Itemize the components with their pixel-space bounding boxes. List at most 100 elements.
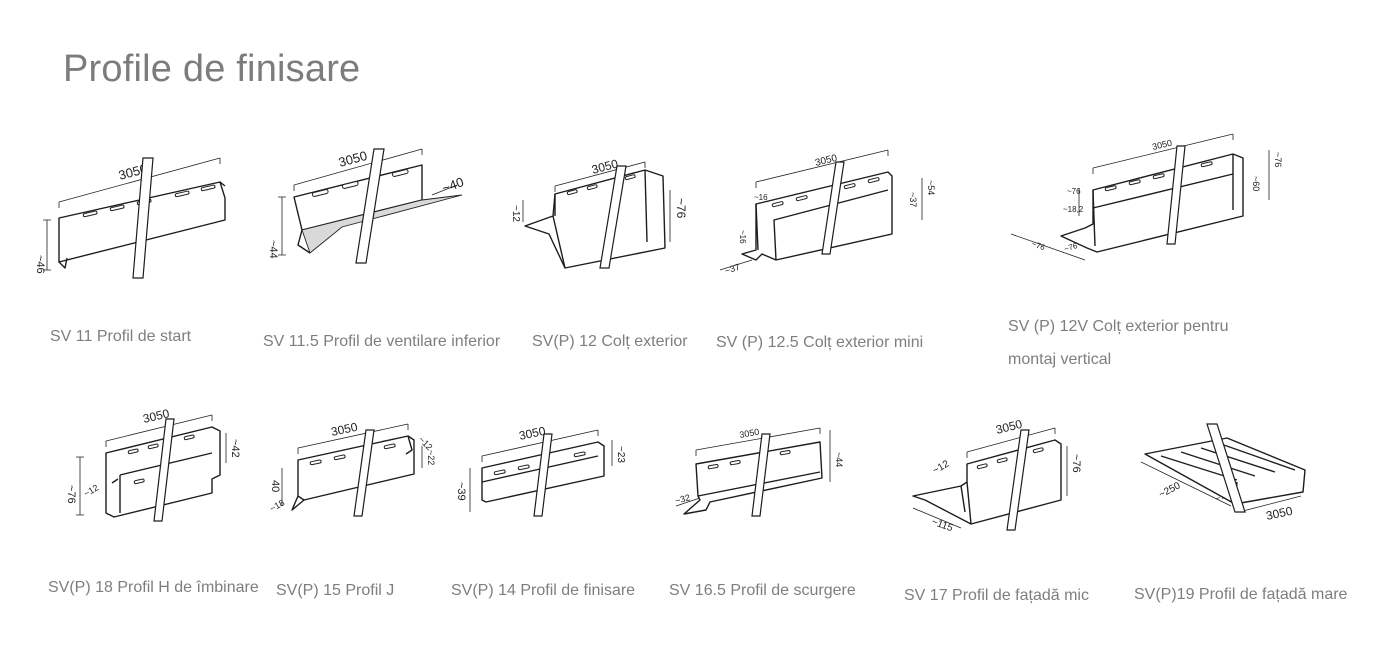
dim-inner: ~60 <box>1251 176 1261 191</box>
caption-sv11-5: SV 11.5 Profil de ventilare inferior <box>263 333 501 350</box>
dim-depth: ~76 <box>1030 239 1046 252</box>
dim-top-small: ~76 <box>1067 187 1081 196</box>
nail-slots <box>771 177 880 208</box>
nail-slots <box>311 169 409 197</box>
dim-length: 3050 <box>814 153 839 169</box>
profile-drawing-svp12: 3050 ~12 ~76 <box>510 156 688 269</box>
dim-bottom: ~18 <box>268 497 286 513</box>
dim-side-right: ~37 <box>908 192 918 207</box>
dim-height: ~76 <box>65 485 77 504</box>
break-mark <box>355 148 385 264</box>
dim-side: ~12 <box>510 205 521 222</box>
caption-sv11: SV 11 Profil de start <box>50 328 192 345</box>
nail-slots <box>566 174 636 196</box>
dimension-lines <box>1010 133 1270 261</box>
profile-drawing-svp19: ~250 ~12 3050 <box>1140 423 1306 523</box>
dim-height: 40 <box>269 480 281 492</box>
break-mark <box>1166 145 1186 245</box>
break-mark <box>1206 423 1246 513</box>
dim-height: ~54 <box>926 180 936 195</box>
break-mark <box>353 429 375 517</box>
dim-height: ~76 <box>1070 454 1082 473</box>
profile-body <box>297 435 415 501</box>
caption-svp19: SV(P)19 Profil de fațadă mare <box>1134 586 1348 603</box>
dim-channel: ~22 <box>426 450 436 465</box>
break-mark <box>1006 429 1030 531</box>
dim-length: 3050 <box>1265 504 1294 523</box>
profile-body <box>741 171 893 261</box>
profile-drawing-sv17: 3050 ~12 ~76 ~115 <box>912 417 1082 534</box>
dim-length: 3050 <box>117 161 149 183</box>
caption-svp18: SV(P) 18 Profil H de îmbinare <box>48 579 259 596</box>
nail-slots <box>1104 161 1213 192</box>
dim-mid-small: ~18,2 <box>1063 205 1084 214</box>
dimension-lines <box>469 429 613 512</box>
dim-length: 3050 <box>739 427 760 440</box>
profile-drawing-sv11-5: 3050 ~44 ~40 <box>267 148 466 264</box>
caption-svp12: SV(P) 12 Colț exterior <box>532 333 688 350</box>
dim-length: 3050 <box>1151 138 1173 152</box>
dimension-lines <box>675 427 831 507</box>
dimension-lines <box>719 149 923 271</box>
dim-height: ~46 <box>34 255 46 274</box>
nail-slots <box>493 451 586 476</box>
profile-drawing-svp12v: 3050 ~76 ~18,2 ~76 ~76 ~60 ~76 <box>1010 133 1283 261</box>
dim-length: 3050 <box>518 424 547 443</box>
profile-body <box>912 439 1062 525</box>
break-mark <box>153 418 175 522</box>
dim-depth: ~115 <box>930 516 955 534</box>
dim-small-side: ~16 <box>738 230 747 244</box>
dimension-lines <box>281 423 423 506</box>
dim-bottom-small: ~76 <box>1063 241 1079 254</box>
dim-length: 3050 <box>142 406 171 426</box>
profile-drawing-sv11: 3050 ~46 <box>34 157 226 279</box>
dimension-lines <box>1140 461 1302 513</box>
dim-depth: ~40 <box>440 174 466 196</box>
caption-svp15: SV(P) 15 Profil J <box>276 582 395 599</box>
profile-body <box>1060 153 1244 253</box>
caption-svp12-5: SV (P) 12.5 Colț exterior mini <box>716 334 924 351</box>
caption-svp14: SV(P) 14 Profil de finisare <box>451 582 636 599</box>
dimension-lines <box>43 157 221 271</box>
caption-sv16-5: SV 16.5 Profil de scurgere <box>669 582 856 599</box>
nail-slots <box>127 434 195 485</box>
dim-depth: ~37 <box>724 262 742 276</box>
break-mark <box>821 161 845 255</box>
ventilation-mesh <box>301 194 463 254</box>
dim-small-top: ~16 <box>754 193 768 202</box>
dim-length: 3050 <box>330 420 359 439</box>
break-mark <box>132 157 154 279</box>
dim-gap: ~12 <box>82 482 100 498</box>
dim-width: ~250 <box>1157 480 1182 500</box>
profile-drawing-svp15: 3050 40 ~12 ~22 ~18 <box>268 420 436 517</box>
nail-slots <box>309 443 396 466</box>
page-title: Profile de finisare <box>63 48 361 90</box>
caption-sv17: SV 17 Profil de fațadă mic <box>904 587 1089 604</box>
dim-height: ~44 <box>267 240 279 259</box>
dim-outer: ~76 <box>1273 152 1283 167</box>
dim-length: 3050 <box>590 156 620 177</box>
break-mark <box>533 433 553 517</box>
break-mark <box>751 433 771 517</box>
dim-height: ~44 <box>834 452 844 467</box>
dim-width: ~76 <box>674 198 688 219</box>
dimension-lines <box>76 414 227 516</box>
dimension-lines <box>278 148 458 256</box>
profile-body <box>683 441 823 515</box>
dim-lip: ~12 <box>931 458 952 476</box>
dim-length: 3050 <box>994 417 1024 437</box>
break-mark <box>599 165 627 269</box>
nail-slots <box>707 450 791 470</box>
caption-svp12v: SV (P) 12V Colț exterior pentru montaj v… <box>1008 318 1229 368</box>
dimension-lines <box>912 427 1068 529</box>
dim-top: ~42 <box>229 439 241 458</box>
dim-height: ~39 <box>455 482 467 501</box>
nail-slots <box>976 447 1044 470</box>
dimension-lines <box>522 161 671 242</box>
dim-length: 3050 <box>337 148 369 170</box>
profile-drawing-svp12-5: 3050 ~16 ~16 ~37 ~37 ~54 <box>719 149 936 276</box>
profile-drawing-svp14: 3050 ~39 ~23 <box>455 424 626 517</box>
dim-lip: ~23 <box>615 446 626 463</box>
dim-drip: ~32 <box>674 492 691 506</box>
profile-drawing-svp18: 3050 ~42 ~76 ~12 <box>65 406 241 522</box>
